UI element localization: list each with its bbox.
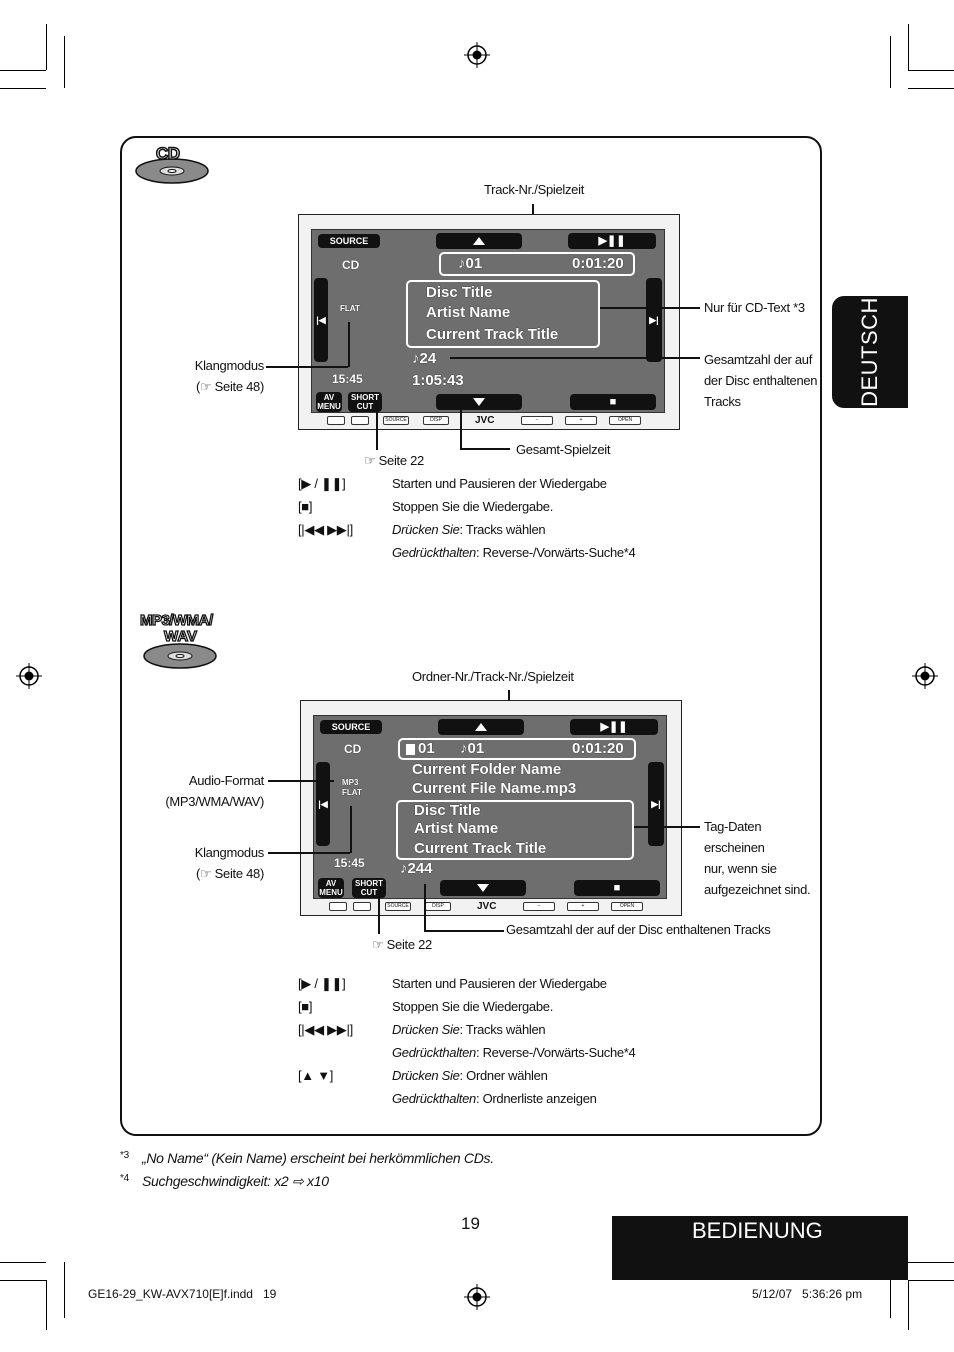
down-button[interactable]	[436, 394, 522, 410]
mp3-badge-label-1: MP3/WMA/	[139, 611, 213, 629]
registration-mark-top	[464, 42, 490, 68]
disc-icon	[135, 158, 209, 184]
sound-mode: FLAT	[342, 788, 362, 797]
footer-date: 5/12/07 5:36:26 pm	[752, 1287, 863, 1301]
tag-data-box	[396, 800, 634, 860]
source-button[interactable]: SOURCE	[320, 720, 382, 734]
callout-cd-text: Nur für CD-Text *3	[704, 300, 805, 315]
callout-klang: Klangmodus(☞ Seite 48)	[194, 358, 265, 394]
registration-mark-right	[912, 663, 938, 689]
content-frame	[120, 136, 822, 1136]
callout-folder-track: Ordner-Nr./Track-Nr./Spielzeit	[412, 669, 574, 684]
track-time: 0:01:20	[572, 255, 624, 272]
device-cd: SOURCE ▶❚❚ CD ♪01 0:01:20 |◀ ▶| Disc Tit…	[298, 214, 680, 430]
section-title-tab: BEDIENUNG	[612, 1216, 908, 1280]
callout-klang: Klangmodus(☞ Seite 48)	[194, 845, 265, 881]
page-number: 19	[461, 1214, 480, 1233]
callout-track-time: Track-Nr./Spielzeit	[484, 182, 585, 197]
callout-audio-format: Audio-Format(MP3/WMA/WAV)	[165, 773, 264, 809]
screen-mp3: SOURCE ▶❚❚ CD 01 ♪01 0:01:20 |◀ ▶| Curre…	[313, 715, 667, 899]
track-number: ♪01	[460, 740, 485, 757]
next-button[interactable]: ▶|	[646, 278, 662, 362]
source-label: CD	[344, 742, 362, 756]
cd-badge: CD	[134, 143, 210, 186]
clock: 15:45	[334, 856, 365, 870]
disc-title: Disc Title	[414, 802, 481, 819]
section-tab: DEUTSCH	[832, 296, 908, 408]
file-name: Current File Name.mp3	[412, 780, 577, 797]
track-time-box	[439, 252, 635, 276]
callout-total-tracks: Gesamtzahl der auf der Disc enthaltenen …	[506, 922, 771, 937]
total-time: 1:05:43	[412, 372, 464, 389]
source-button[interactable]: SOURCE	[318, 234, 380, 248]
device-mp3: SOURCE ▶❚❚ CD 01 ♪01 0:01:20 |◀ ▶| Curre…	[300, 700, 682, 916]
disc-title: Disc Title	[426, 284, 493, 301]
stop-button[interactable]: ■	[574, 880, 660, 896]
brand-logo: JVC	[477, 901, 497, 912]
track-number: ♪01	[458, 255, 483, 272]
down-arrow-icon	[473, 398, 485, 406]
up-button[interactable]	[436, 233, 522, 249]
folder-number: 01	[418, 740, 435, 757]
up-button[interactable]	[438, 719, 524, 735]
source-label: CD	[342, 258, 360, 272]
clock: 15:45	[332, 372, 363, 386]
next-button[interactable]: ▶|	[648, 762, 664, 846]
track-title: Current Track Title	[426, 326, 559, 343]
registration-mark-bottom	[464, 1284, 490, 1310]
prev-button[interactable]: |◀	[316, 762, 330, 846]
folder-name: Current Folder Name	[412, 761, 562, 778]
folder-icon	[406, 744, 415, 755]
total-tracks: ♪24	[412, 350, 437, 367]
up-arrow-icon	[473, 237, 485, 245]
track-time: 0:01:20	[572, 740, 624, 757]
cd-badge-label: CD	[155, 143, 181, 164]
callout-seite22: ☞ Seite 22	[372, 937, 432, 952]
down-button[interactable]	[440, 880, 526, 896]
mp3-badge: MP3/WMA/ WAV	[134, 611, 230, 670]
track-title: Current Track Title	[414, 840, 547, 857]
brand-logo: JVC	[475, 415, 495, 426]
total-tracks: ♪244	[400, 860, 433, 877]
play-pause-button[interactable]: ▶❚❚	[568, 233, 656, 249]
folder-track-time-box	[398, 738, 636, 760]
down-arrow-icon	[477, 884, 489, 892]
stop-button[interactable]: ■	[570, 394, 656, 410]
callout-gesamt: Gesamt-Spielzeit	[516, 442, 611, 457]
prev-button[interactable]: |◀	[314, 278, 328, 362]
mp3-badge-label-2: WAV	[163, 627, 198, 645]
screen-cd: SOURCE ▶❚❚ CD ♪01 0:01:20 |◀ ▶| Disc Tit…	[311, 229, 665, 413]
sound-mode: FLAT	[340, 304, 360, 313]
up-arrow-icon	[475, 723, 487, 731]
callout-seite22: ☞ Seite 22	[364, 453, 424, 468]
audio-format: MP3	[342, 778, 359, 787]
artist-name: Artist Name	[414, 820, 499, 837]
footer-file: GE16-29_KW-AVX710[E]f.indd 19	[88, 1287, 277, 1301]
artist-name: Artist Name	[426, 304, 511, 321]
disc-icon	[143, 643, 217, 669]
play-pause-button[interactable]: ▶❚❚	[570, 719, 658, 735]
registration-mark-left	[16, 663, 42, 689]
cd-text-box	[406, 280, 600, 348]
